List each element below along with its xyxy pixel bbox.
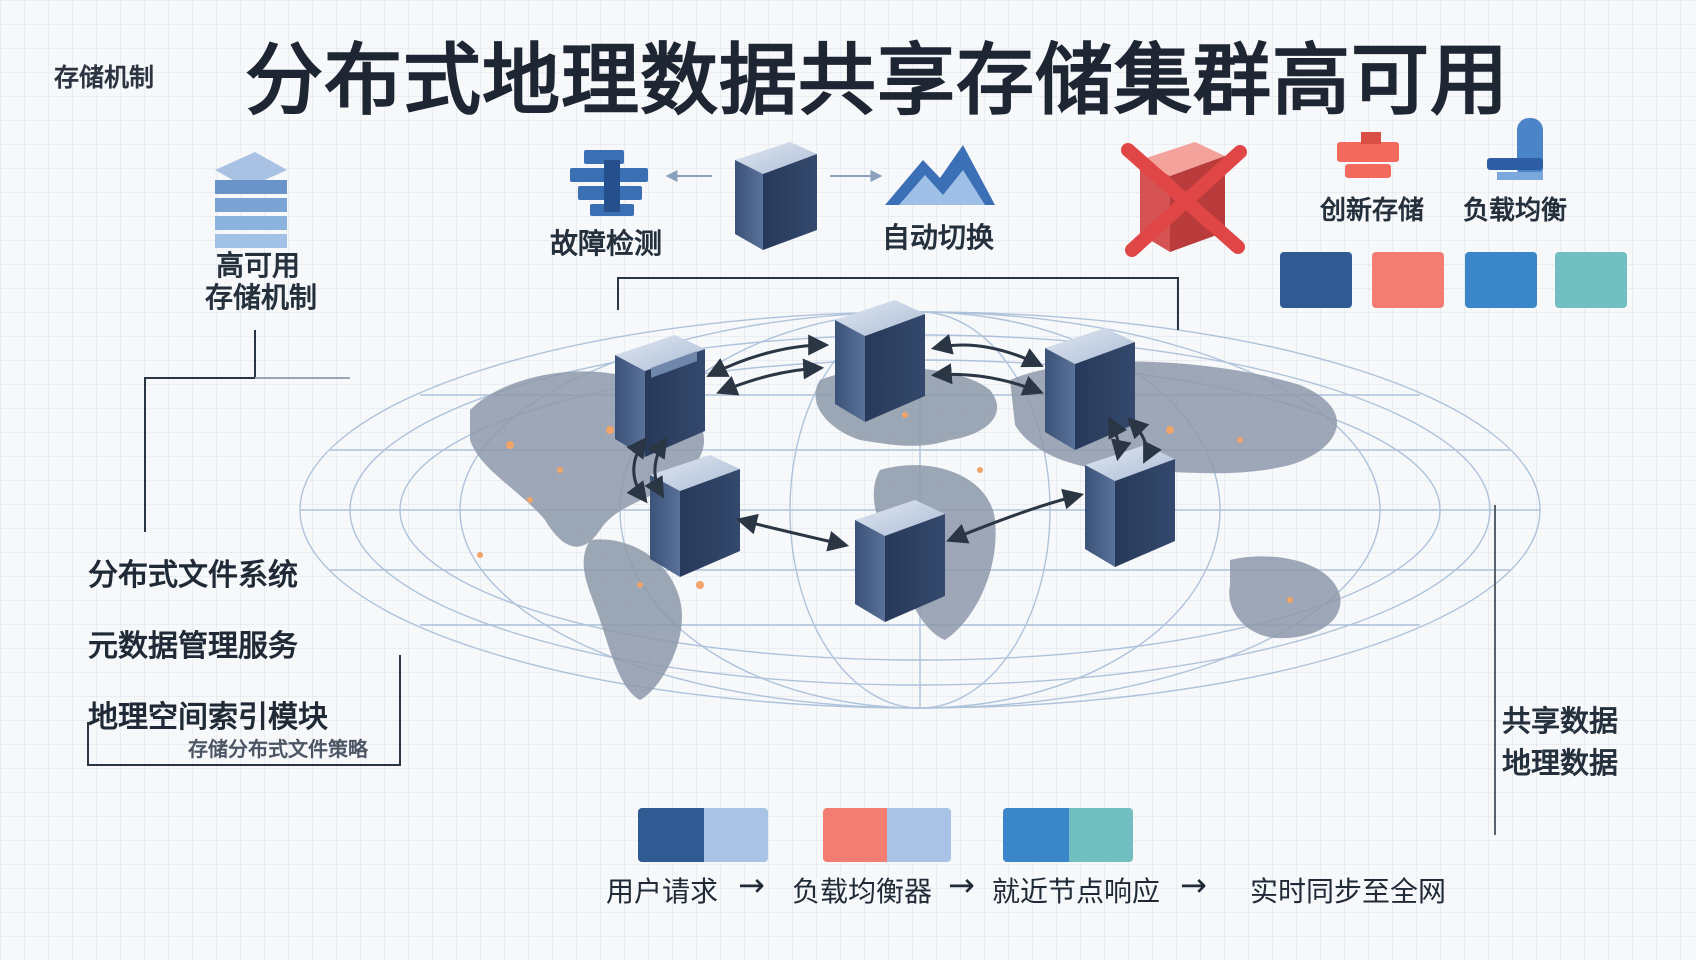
storage-layers-icon — [215, 152, 287, 248]
bottom-swatch-2a — [823, 808, 887, 862]
load-balance-label: 负载均衡 — [1463, 196, 1568, 226]
feature-item-dfs: 分布式文件系统 — [88, 558, 298, 593]
bottom-swatch-3b — [1069, 808, 1133, 862]
swatch-mid-blue — [1465, 252, 1537, 308]
feature-list: 分布式文件系统 元数据管理服务 地理空间索引模块 — [88, 550, 328, 763]
corner-label: 存储机制 — [54, 63, 155, 92]
mechanism-label-line1: 高可用 — [216, 249, 301, 282]
feature-note: 存储分布式文件策略 — [188, 737, 368, 761]
flow-step-nearest-node: 就近节点响应 — [992, 875, 1161, 908]
flow-step-load-balancer: 负载均衡器 — [792, 875, 933, 908]
bottom-swatch-1a — [638, 808, 704, 862]
flow-step-user-request: 用户请求 — [606, 875, 719, 908]
connector-lines — [87, 277, 1496, 835]
shared-data-label: 共享数据 — [1502, 704, 1619, 738]
bottom-swatch-2b — [887, 808, 951, 862]
fault-detect-icon — [570, 150, 648, 216]
auto-switch-label: 自动切换 — [882, 221, 995, 254]
swatch-teal — [1555, 252, 1627, 308]
geo-data-label: 地理数据 — [1502, 746, 1619, 780]
swatch-dark-blue — [1280, 252, 1352, 308]
feature-item-spatial-index: 地理空间索引模块 — [88, 700, 328, 735]
balance-icon — [1487, 118, 1543, 180]
replication-arrows — [626, 334, 1162, 552]
bottom-swatch-1b — [704, 808, 768, 862]
swatch-coral — [1372, 252, 1444, 308]
bottom-swatch-3a — [1003, 808, 1069, 862]
flow-arrow-2: → — [948, 866, 975, 904]
fault-detect-label: 故障检测 — [550, 227, 663, 260]
failed-server-icon — [1121, 142, 1247, 257]
page-title: 分布式地理数据共享存储集群高可用 — [245, 36, 1510, 126]
flow-step-realtime-sync: 实时同步至全网 — [1250, 875, 1447, 908]
innovation-storage-label: 创新存储 — [1320, 196, 1425, 226]
flow-arrow-1: → — [738, 866, 765, 904]
feature-item-metadata: 元数据管理服务 — [88, 629, 298, 664]
flow-arrow-3: → — [1180, 866, 1207, 904]
innovation-storage-icon — [1337, 132, 1399, 178]
primary-server — [735, 142, 817, 250]
mechanism-label-line2: 存储机制 — [205, 281, 318, 314]
mountain-icon — [885, 145, 995, 205]
